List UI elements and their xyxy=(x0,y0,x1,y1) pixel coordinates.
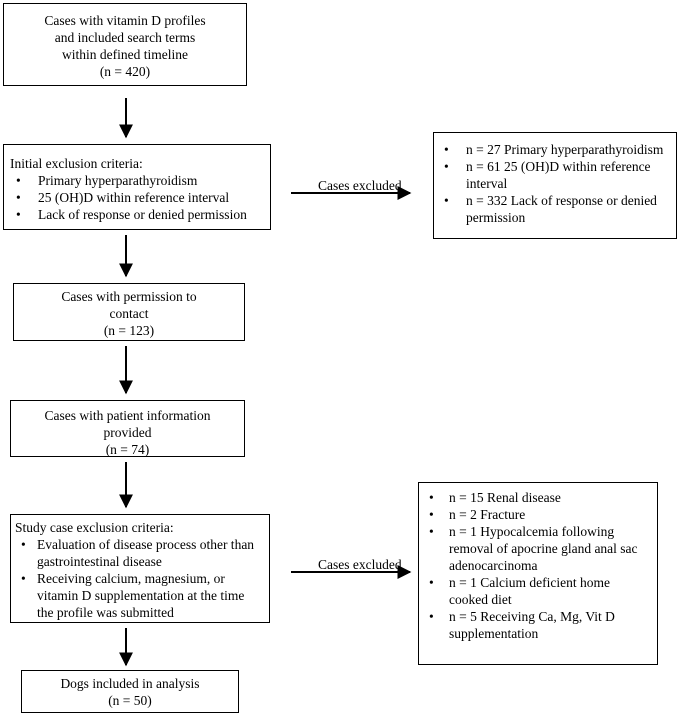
box-patient-information: Cases with patient information provided … xyxy=(10,400,245,457)
box-line: (n = 123) xyxy=(103,323,155,338)
box-line: Cases with vitamin D profiles xyxy=(44,13,206,28)
box-line: (n = 420) xyxy=(99,64,151,79)
criteria-list: Primary hyperparathyroidism 25 (OH)D wit… xyxy=(10,172,266,223)
list-item: n = 1 Hypocalcemia following removal of … xyxy=(423,523,651,574)
list-item: Evaluation of disease process other than… xyxy=(15,536,263,570)
box-initial-exclusion: Initial exclusion criteria: Primary hype… xyxy=(3,144,271,230)
box-line: and included search terms xyxy=(54,30,196,45)
list-item: n = 5 Receiving Ca, Mg, Vit D supplement… xyxy=(423,608,651,642)
list-item: n = 2 Fracture xyxy=(423,506,651,523)
box-title: Initial exclusion criteria: xyxy=(10,156,143,171)
box-line: Cases with patient information xyxy=(44,408,211,423)
cases-excluded-label: Cases excluded xyxy=(318,557,402,572)
box-line: provided xyxy=(103,425,152,440)
cases-excluded-label: Cases excluded xyxy=(318,178,402,193)
list-item: Primary hyperparathyroidism xyxy=(10,172,266,189)
list-item: n = 27 Primary hyperparathyroidism xyxy=(438,141,672,158)
list-item: Lack of response or denied permission xyxy=(10,206,266,223)
box-dogs-included: Dogs included in analysis (n = 50) xyxy=(21,670,239,713)
box-excluded-study: n = 15 Renal disease n = 2 Fracture n = … xyxy=(418,482,658,665)
list-item: Receiving calcium, magnesium, or vitamin… xyxy=(15,570,263,621)
list-item: 25 (OH)D within reference interval xyxy=(10,189,266,206)
box-line: within defined timeline xyxy=(62,47,188,62)
box-line: Cases with permission to xyxy=(61,289,197,304)
list-item: n = 332 Lack of response or denied permi… xyxy=(438,192,672,226)
box-excluded-initial: n = 27 Primary hyperparathyroidism n = 6… xyxy=(433,132,677,239)
list-item: n = 1 Calcium deficient home cooked diet xyxy=(423,574,651,608)
box-line: (n = 74) xyxy=(105,442,150,457)
box-line: Dogs included in analysis xyxy=(60,676,200,691)
excluded-list: n = 15 Renal disease n = 2 Fracture n = … xyxy=(423,489,651,642)
list-item: n = 15 Renal disease xyxy=(423,489,651,506)
box-permission-to-contact: Cases with permission to contact (n = 12… xyxy=(13,283,245,341)
box-line: (n = 50) xyxy=(108,693,152,708)
box-line: contact xyxy=(109,306,149,321)
list-item: n = 61 25 (OH)D within reference interva… xyxy=(438,158,672,192)
box-initial-cases: Cases with vitamin D profiles and includ… xyxy=(3,3,247,86)
box-study-exclusion: Study case exclusion criteria: Evaluatio… xyxy=(10,514,270,623)
box-title: Study case exclusion criteria: xyxy=(15,520,174,535)
excluded-list: n = 27 Primary hyperparathyroidism n = 6… xyxy=(438,141,672,226)
criteria-list: Evaluation of disease process other than… xyxy=(15,536,263,621)
